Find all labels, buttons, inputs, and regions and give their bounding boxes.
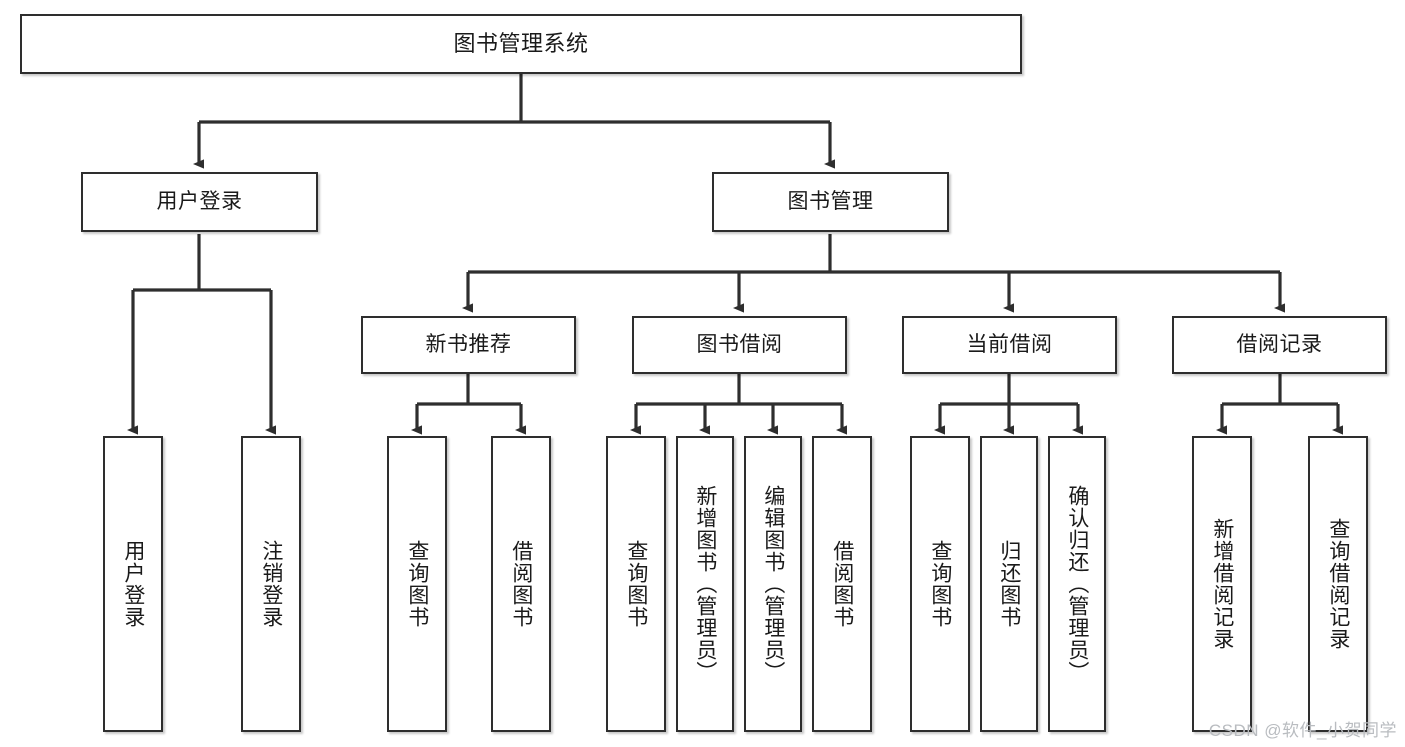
node-leaf-query-book-3-label: 查询图书 — [928, 540, 952, 628]
node-user-login-label: 用户登录 — [156, 189, 243, 213]
node-book-borrow[interactable]: 图书借阅 — [632, 316, 847, 374]
node-new-book-recommend-label: 新书推荐 — [425, 332, 512, 356]
node-borrow-record-label: 借阅记录 — [1236, 332, 1323, 356]
node-leaf-query-book-2[interactable]: 查询图书 — [606, 436, 666, 732]
node-leaf-query-book-3[interactable]: 查询图书 — [910, 436, 970, 732]
node-leaf-add-borrow-record-label: 新增借阅记录 — [1210, 518, 1234, 650]
node-leaf-query-borrow-record-label: 查询借阅记录 — [1326, 518, 1350, 650]
node-leaf-edit-book-label: 编辑图书（管理员） — [761, 485, 785, 683]
node-leaf-query-borrow-record[interactable]: 查询借阅记录 — [1308, 436, 1368, 732]
node-leaf-return-book[interactable]: 归还图书 — [980, 436, 1038, 732]
node-leaf-query-book-2-label: 查询图书 — [624, 540, 648, 628]
node-leaf-confirm-return[interactable]: 确认归还（管理员） — [1048, 436, 1106, 732]
node-leaf-user-login[interactable]: 用户登录 — [103, 436, 163, 732]
node-user-login[interactable]: 用户登录 — [81, 172, 318, 232]
node-leaf-query-book-1-label: 查询图书 — [405, 540, 429, 628]
node-leaf-query-book-1[interactable]: 查询图书 — [387, 436, 447, 732]
node-book-borrow-label: 图书借阅 — [696, 332, 783, 356]
watermark-csdn: CSDN @软件_小贺同学 — [1208, 721, 1397, 740]
node-book-management[interactable]: 图书管理 — [712, 172, 949, 232]
node-current-borrow[interactable]: 当前借阅 — [902, 316, 1117, 374]
node-leaf-confirm-return-label: 确认归还（管理员） — [1065, 485, 1089, 683]
node-leaf-user-login-label: 用户登录 — [121, 540, 145, 628]
node-leaf-borrow-book-1-label: 借阅图书 — [509, 540, 533, 628]
node-new-book-recommend[interactable]: 新书推荐 — [361, 316, 576, 374]
node-current-borrow-label: 当前借阅 — [966, 332, 1053, 356]
node-root-label: 图书管理系统 — [453, 31, 589, 57]
node-leaf-borrow-book-1[interactable]: 借阅图书 — [491, 436, 551, 732]
node-borrow-record[interactable]: 借阅记录 — [1172, 316, 1387, 374]
node-leaf-add-book-label: 新增图书（管理员） — [693, 485, 717, 683]
node-leaf-borrow-book-2[interactable]: 借阅图书 — [812, 436, 872, 732]
node-leaf-return-book-label: 归还图书 — [997, 540, 1021, 628]
node-leaf-edit-book[interactable]: 编辑图书（管理员） — [744, 436, 802, 732]
node-leaf-add-borrow-record[interactable]: 新增借阅记录 — [1192, 436, 1252, 732]
node-leaf-logout-login-label: 注销登录 — [259, 540, 283, 628]
node-root-book-management-system[interactable]: 图书管理系统 — [20, 14, 1022, 74]
node-leaf-add-book[interactable]: 新增图书（管理员） — [676, 436, 734, 732]
node-leaf-borrow-book-2-label: 借阅图书 — [830, 540, 854, 628]
node-leaf-logout-login[interactable]: 注销登录 — [241, 436, 301, 732]
node-book-management-label: 图书管理 — [787, 189, 874, 213]
